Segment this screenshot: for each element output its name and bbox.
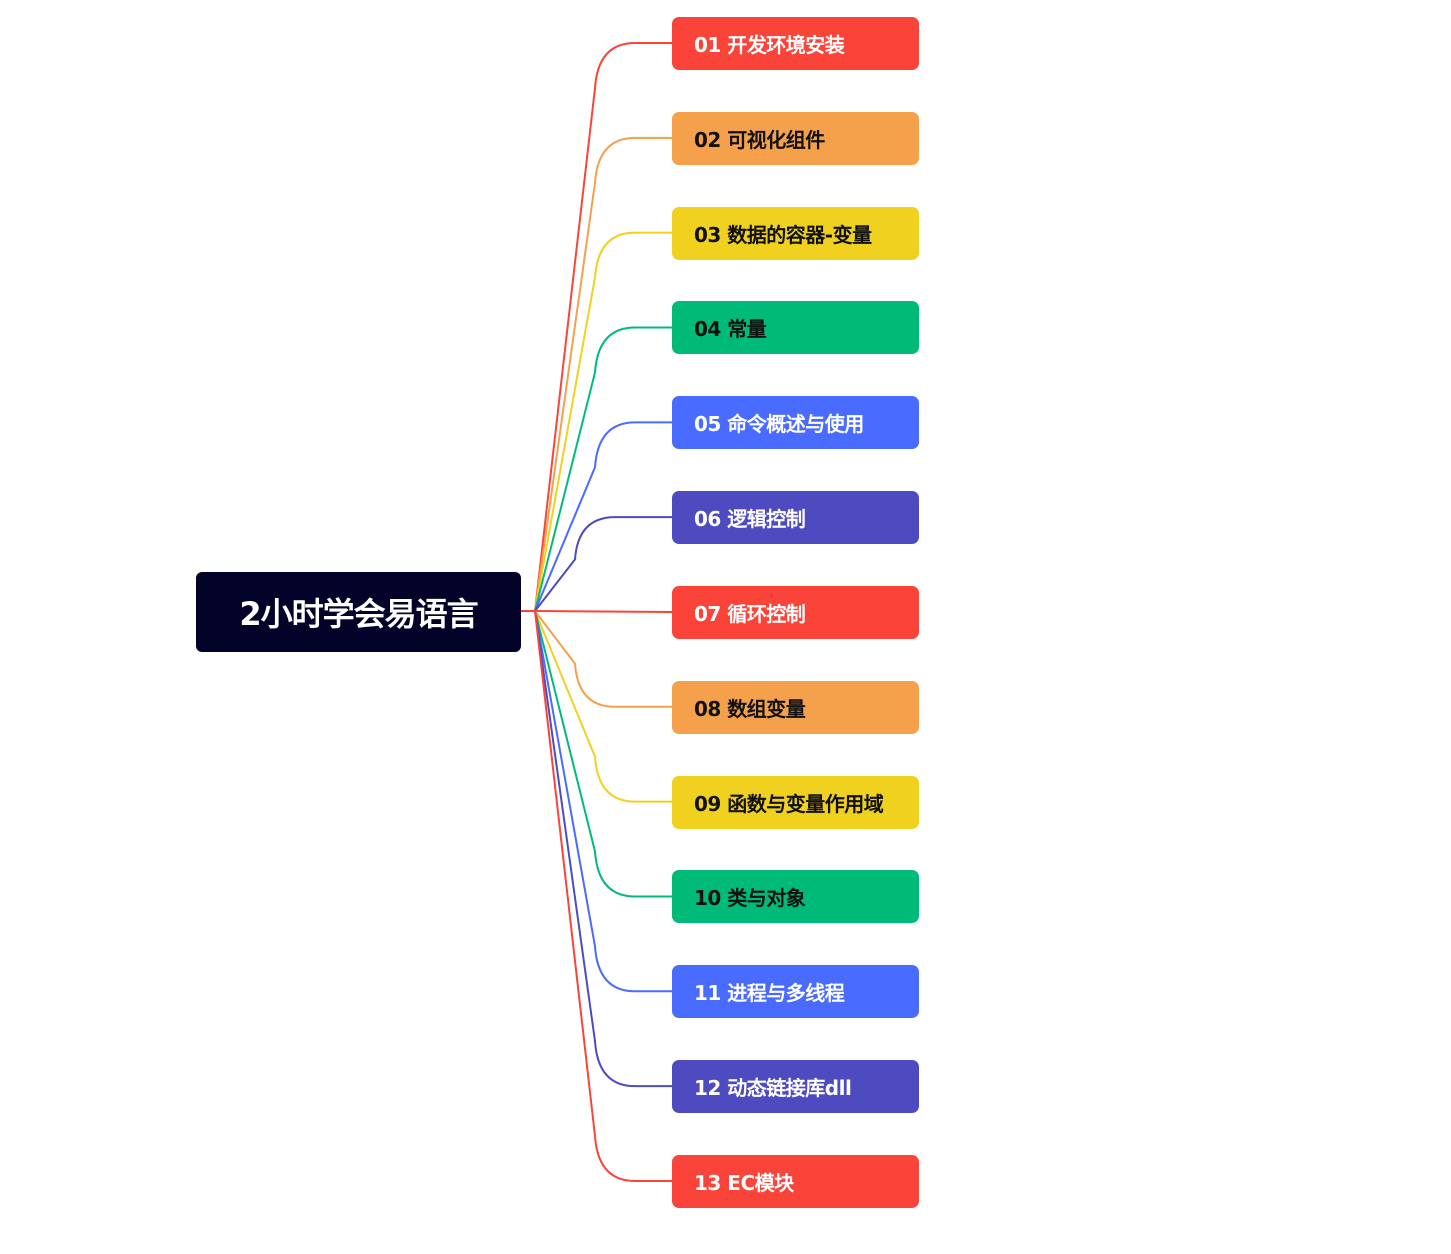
subtopic-node[interactable]: 03 数据的容器-变量 xyxy=(672,206,919,260)
subtopic-node[interactable]: 08 数组变量 xyxy=(672,680,919,734)
subtopic-node[interactable]: 04 常量 xyxy=(672,301,919,355)
branch-line xyxy=(534,421,672,612)
branch-line xyxy=(534,610,673,613)
branch-line xyxy=(534,326,672,612)
subtopic-node[interactable]: 10 类与对象 xyxy=(672,870,919,924)
branch-line xyxy=(534,516,672,612)
branch-line xyxy=(534,136,672,612)
subtopic-node[interactable]: 09 函数与变量作用域 xyxy=(672,775,919,829)
branch-line xyxy=(534,42,672,612)
subtopic-node[interactable]: 06 逻辑控制 xyxy=(672,491,919,545)
subtopic-node[interactable]: 11 进程与多线程 xyxy=(672,965,919,1019)
branch-line xyxy=(534,610,672,1182)
branch-line xyxy=(534,231,672,612)
branch-line xyxy=(534,610,672,708)
subtopic-node[interactable]: 12 动态链接库dll xyxy=(672,1060,919,1114)
subtopic-node[interactable]: 05 命令概述与使用 xyxy=(672,396,919,450)
subtopic-node[interactable]: 07 循环控制 xyxy=(672,585,919,639)
branch-line xyxy=(534,610,672,898)
branch-line xyxy=(534,610,672,803)
branch-line xyxy=(534,610,672,1088)
subtopic-node[interactable]: 01 开发环境安装 xyxy=(672,17,919,70)
branch-line xyxy=(534,610,672,993)
root-topic[interactable]: 2小时学会易语言 xyxy=(196,572,521,652)
subtopic-node[interactable]: 13 EC模块 xyxy=(672,1154,919,1208)
subtopic-node[interactable]: 02 可视化组件 xyxy=(672,111,919,165)
